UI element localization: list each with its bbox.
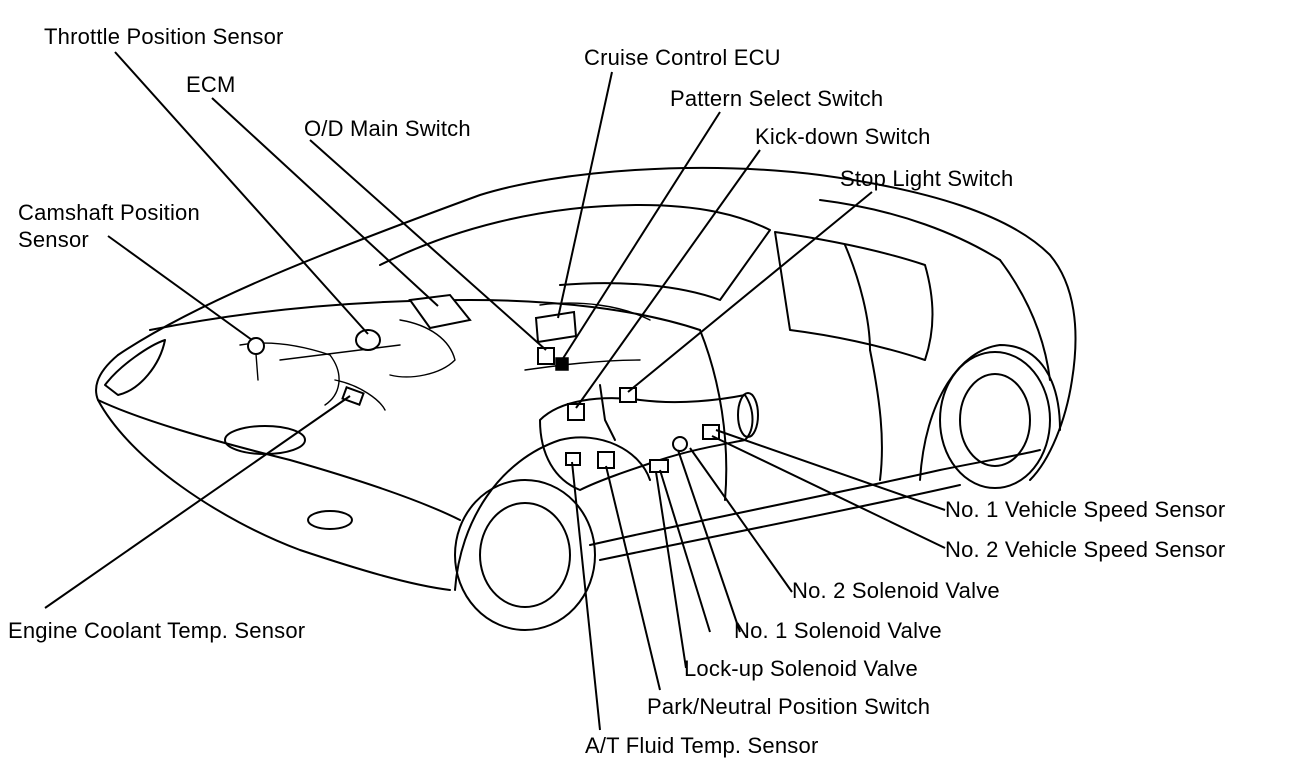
park-neutral-switch-icon [597,451,615,469]
engine-coolant-temp-sensor-icon [341,386,365,406]
label-stop-light-switch: Stop Light Switch [840,166,1014,191]
kick-down-switch-icon [567,403,585,421]
camshaft-position-sensor-icon [247,337,265,355]
label-no1-vehicle-speed-sensor: No. 1 Vehicle Speed Sensor [945,497,1226,522]
stop-light-switch-icon [619,387,637,403]
label-pattern-select-switch: Pattern Select Switch [670,86,884,111]
label-camshaft-position-sensor-line2: Sensor [18,227,89,252]
no1-solenoid-icon [672,436,688,452]
label-kick-down-switch: Kick-down Switch [755,124,931,149]
label-no2-solenoid-valve: No. 2 Solenoid Valve [792,578,1000,603]
label-at-fluid-temp-sensor: A/T Fluid Temp. Sensor [585,733,819,758]
throttle-position-sensor-icon [355,329,381,351]
pattern-select-switch-icon [555,357,569,371]
car-body [95,166,1077,631]
components [247,310,720,473]
engine-bay-details [239,293,759,491]
label-no1-solenoid-valve: No. 1 Solenoid Valve [734,618,942,643]
lockup-solenoid-icon [649,459,669,473]
vehicle-speed-sensor-icon [702,424,720,440]
label-throttle-position-sensor: Throttle Position Sensor [44,24,284,49]
label-camshaft-position-sensor-line1: Camshaft Position [18,200,200,225]
label-engine-coolant-temp-sensor: Engine Coolant Temp. Sensor [8,618,306,643]
label-lockup-solenoid-valve: Lock-up Solenoid Valve [684,656,918,681]
cruise-control-ecu-icon [534,310,578,344]
label-ecm: ECM [186,72,236,97]
label-cruise-control-ecu: Cruise Control ECU [584,45,781,70]
od-main-switch-icon [537,347,555,365]
leader-lines [44,51,946,731]
label-no2-vehicle-speed-sensor: No. 2 Vehicle Speed Sensor [945,537,1226,562]
label-park-neutral-position-switch: Park/Neutral Position Switch [647,694,931,719]
label-od-main-switch: O/D Main Switch [304,116,471,141]
